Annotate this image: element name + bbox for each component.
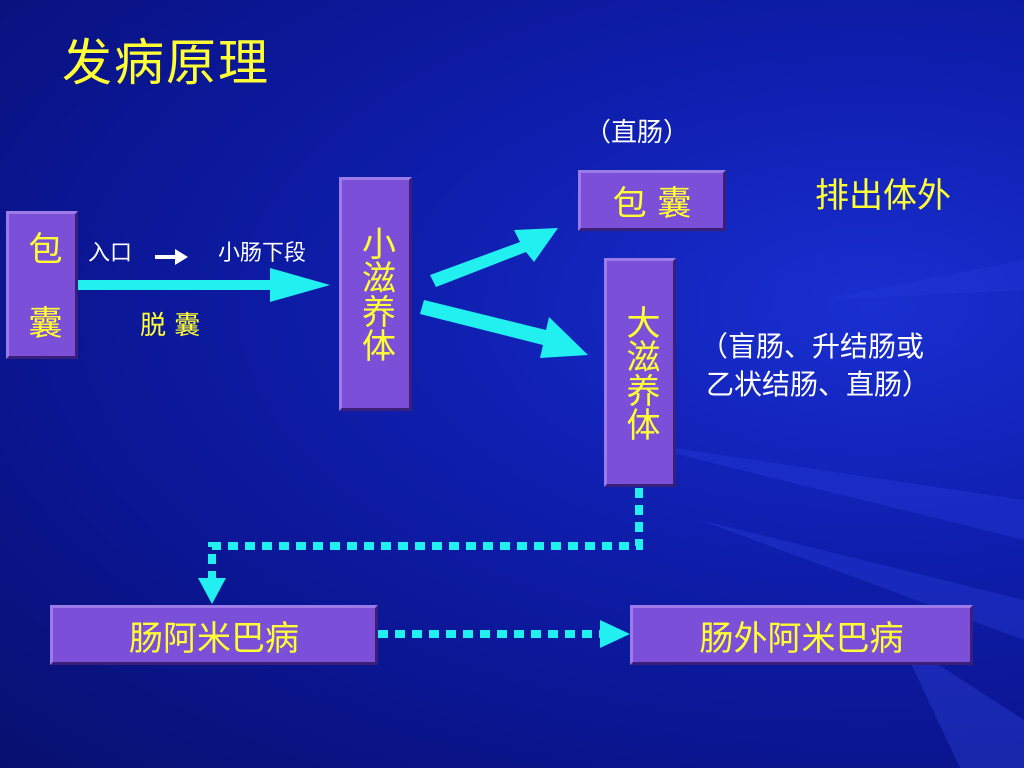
small-trophozoite-label: 小滋养体 — [355, 226, 396, 362]
cyst-left-label: 包 囊 — [22, 231, 62, 339]
arrow-to-cyst-right — [430, 228, 558, 287]
extraintestinal-amoebiasis-box: 肠外阿米巴病 — [630, 605, 973, 665]
large-trophozoite-label: 大滋养体 — [620, 304, 660, 441]
entry-arrow-icon — [155, 249, 188, 265]
excreted-label: 排出体外 — [815, 176, 951, 216]
cyst-right-box: 包 囊 — [578, 170, 726, 231]
dotted-arrow-head-right — [600, 620, 630, 648]
entry-label: 入口 — [88, 241, 133, 266]
intestinal-amoebiasis-box: 肠阿米巴病 — [50, 605, 378, 665]
cyst-left-box: 包 囊 — [6, 211, 78, 359]
cyst-right-label: 包 囊 — [612, 184, 692, 224]
dotted-arrow-head-down — [198, 578, 226, 604]
small-intestine-label: 小肠下段 — [218, 241, 307, 266]
small-trophozoite-box: 小滋养体 — [339, 177, 412, 411]
arrow-to-large-trophozoite — [420, 300, 588, 358]
sites-label-line1: （盲肠、升结肠或 — [700, 330, 925, 363]
extraintestinal-amoebiasis-label: 肠外阿米巴病 — [699, 618, 904, 659]
dotted-arrow-to-intestinal — [208, 488, 643, 580]
large-trophozoite-box: 大滋养体 — [604, 258, 676, 487]
rectum-label: （直肠） — [585, 118, 690, 148]
slide-title: 发病原理 — [62, 34, 270, 92]
arrow-to-small-trophozoite — [78, 268, 330, 302]
excystation-label: 脱 囊 — [140, 311, 201, 341]
intestinal-amoebiasis-label: 肠阿米巴病 — [129, 618, 299, 659]
sites-label-line2: 乙状结肠、直肠） — [706, 368, 931, 401]
